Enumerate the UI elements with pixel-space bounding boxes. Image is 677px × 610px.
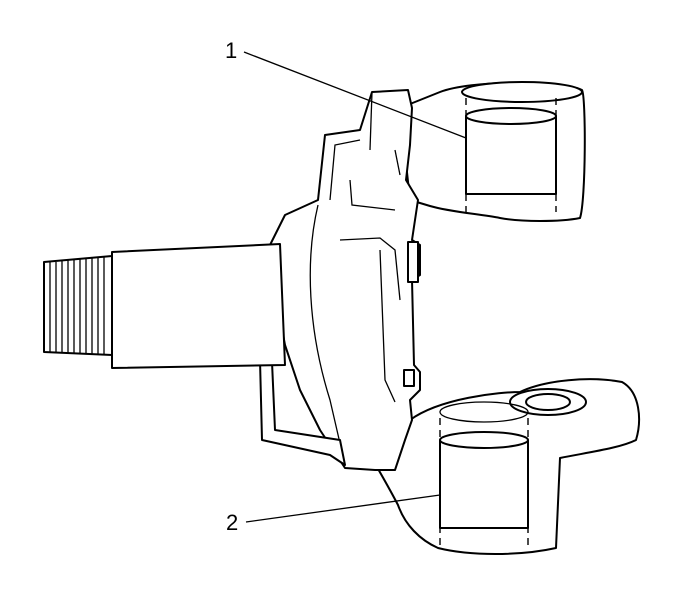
callout-2-leader-line <box>245 494 441 523</box>
callout-2: 2 <box>226 494 441 535</box>
spindle-shaft <box>43 243 286 369</box>
knuckle-body <box>259 89 421 471</box>
callout-1: 1 <box>225 38 467 139</box>
upper-bushing <box>465 98 557 212</box>
callout-1-leader-line <box>243 51 467 139</box>
callout-1-label: 1 <box>225 38 237 63</box>
lower-bushing <box>439 401 529 548</box>
callout-2-label: 2 <box>226 510 238 535</box>
